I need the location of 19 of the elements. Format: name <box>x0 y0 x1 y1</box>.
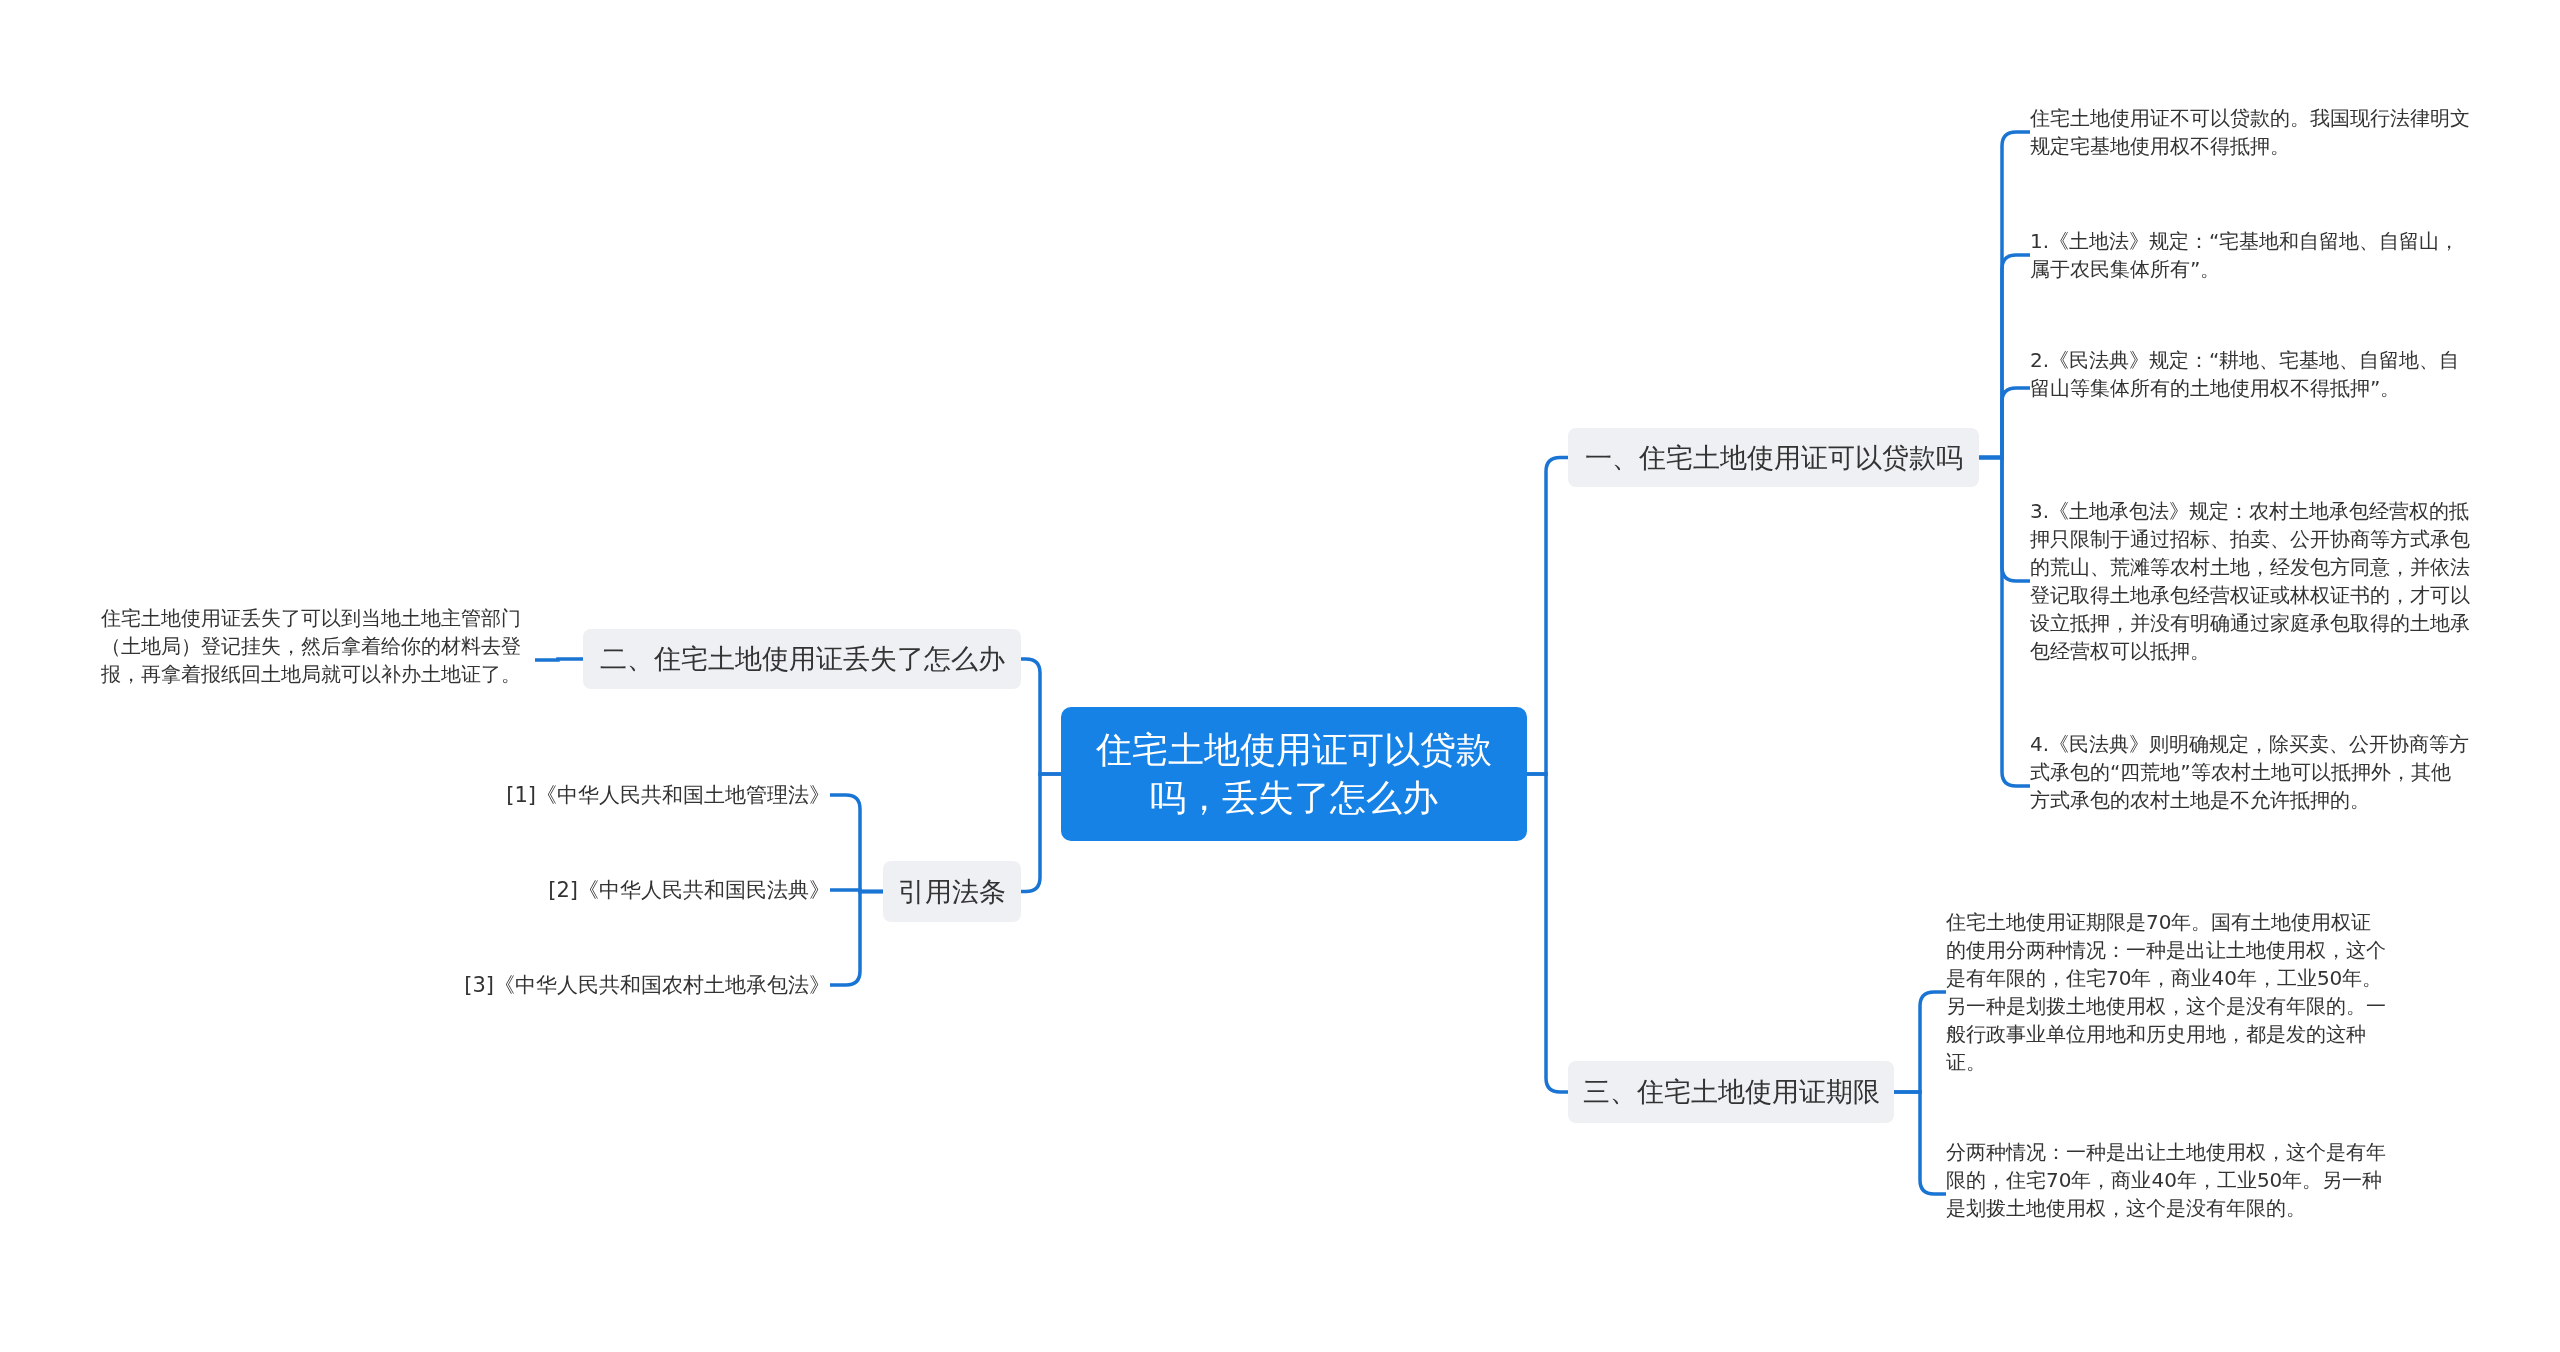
note-text: 分两种情况：一种是出让土地使用权，这个是有年限的，住宅70年，商业40年，工业50年。另一种是划拨土地使用权，这个是没有年限的。 <box>1946 1138 2386 1250</box>
citation-text: [3]《中华人民共和国农村土地承包法》 <box>430 971 830 999</box>
note-text: 住宅土地使用证期限是70年。国有土地使用权证的使用分两种情况：一种是出让土地使用权，这个是有年限的，住宅70年，商业40年，工业50年。另一种是划拨土地使用权，这个是没有年限的。一般行政事业单位用地和历史用地，都是发的这种证。 <box>1946 908 2386 1076</box>
connector-line <box>1527 772 1568 1094</box>
note-text: 1.《土地法》规定：“宅基地和自留地、自留山，属于农民集体所有”。 <box>2030 227 2470 283</box>
note-text: 住宅土地使用证丢失了可以到当地土地主管部门（土地局）登记挂失，然后拿着给你的材料去登报，再拿着报纸回土地局就可以补办土地证了。 <box>101 604 535 716</box>
note-text: 住宅土地使用证不可以贷款的。我国现行法律明文规定宅基地使用权不得抵押。 <box>2030 104 2470 160</box>
connector-line <box>535 657 583 662</box>
note-text: 3.《土地承包法》规定：农村土地承包经营权的抵押只限制于通过招标、拍卖、公开协商等方式承包的荒山、荒滩等农村土地，经发包方同意，并依法登记取得土地承包经营权证或林权证书的，才可以设立抵押，并没有明确通过家庭承包取得的土地承包经营权可以抵押。 <box>2030 497 2470 665</box>
note-text: 4.《民法典》则明确规定，除买卖、公开协商等方式承包的“四荒地”等农村土地可以抵押外，其他方式承包的农村土地是不允许抵押的。 <box>2030 730 2470 842</box>
central-topic-box: 住宅土地使用证可以贷款吗，丢失了怎么办 <box>1061 707 1527 841</box>
topic-box: 三、住宅土地使用证期限 <box>1568 1061 1894 1123</box>
connector-line <box>1021 772 1061 894</box>
note-text: 2.《民法典》规定：“耕地、宅基地、自留地、自留山等集体所有的土地使用权不得抵押”。 <box>2030 346 2470 430</box>
citation-text: [1]《中华人民共和国土地管理法》 <box>430 781 830 809</box>
citation-text: [2]《中华人民共和国民法典》 <box>430 876 830 904</box>
topic-box: 二、住宅土地使用证丢失了怎么办 <box>583 629 1021 689</box>
topic-box: 引用法条 <box>883 861 1021 922</box>
topic-box: 一、住宅土地使用证可以贷款吗 <box>1568 428 1979 487</box>
